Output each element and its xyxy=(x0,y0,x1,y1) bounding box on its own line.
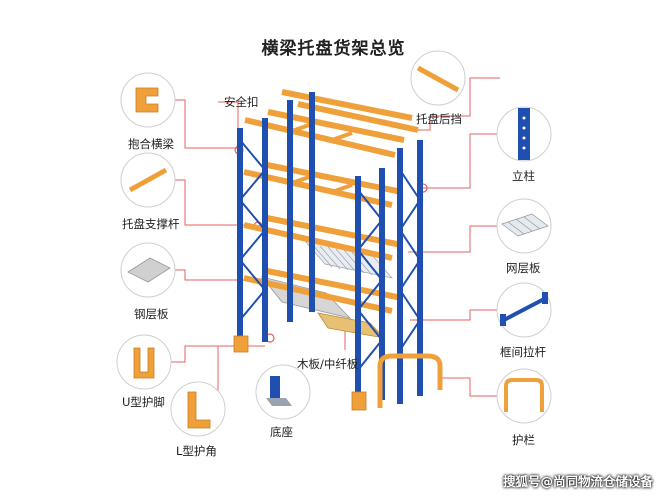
label-upright: 立柱 xyxy=(512,169,535,183)
label-pallet-support: 托盘支撑杆 xyxy=(122,217,180,231)
guardrail-icon xyxy=(504,378,544,412)
label-steel-shelf: 钢层板 xyxy=(134,307,169,321)
beam-hook-icon xyxy=(135,87,159,113)
wire-deck-icon xyxy=(501,213,549,237)
label-wood-board: 木板/中纤板 xyxy=(297,357,359,371)
page-title: 横梁托盘货架总览 xyxy=(261,39,406,59)
label-pallet-stop: 托盘后挡 xyxy=(416,112,462,126)
pallet-support-icon xyxy=(128,167,168,193)
rack-frame-bracing xyxy=(239,139,421,371)
rack-wire-deck xyxy=(304,240,393,279)
label-l-guard: L型护角 xyxy=(176,444,217,458)
label-wire-deck: 网层板 xyxy=(506,261,541,275)
rack-base-guards xyxy=(233,335,367,411)
l-guard-icon xyxy=(187,391,211,429)
u-guard-icon xyxy=(133,347,155,379)
pallet-stop-icon xyxy=(416,65,460,93)
frame-bracing-icon xyxy=(500,292,548,326)
label-frame-bracing: 框间拉杆 xyxy=(500,345,546,359)
watermark: 搜狐号@尚同物流仓储设备 xyxy=(502,474,653,489)
steel-shelf-icon xyxy=(127,257,171,283)
rack-wood-board xyxy=(317,312,386,339)
rack-pallet-supports xyxy=(291,122,353,194)
label-guardrail: 护栏 xyxy=(512,433,535,447)
label-safety-pin: 安全扣 xyxy=(224,95,259,109)
label-beam-hook: 抱合横梁 xyxy=(128,137,174,151)
base-plate-icon xyxy=(266,376,292,406)
label-u-guard: U型护脚 xyxy=(122,395,165,409)
rack-guardrail xyxy=(377,353,443,408)
upright-icon xyxy=(518,108,530,160)
label-base-plate: 底座 xyxy=(270,425,293,439)
